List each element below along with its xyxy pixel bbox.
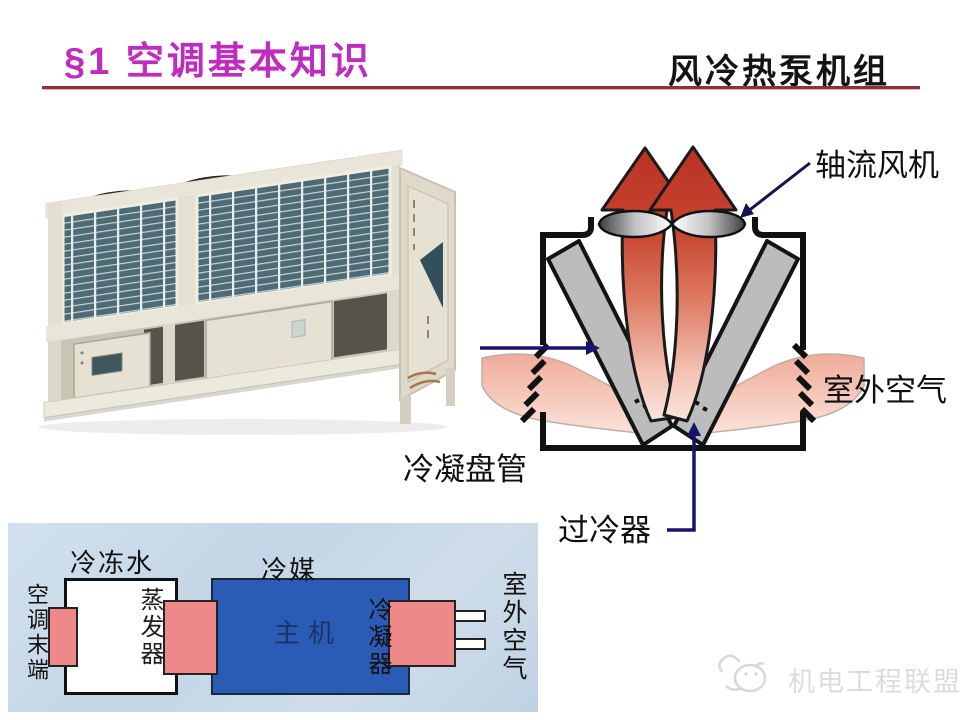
host-unit-box (211, 578, 410, 695)
condenser-coil-panel-left (61, 196, 179, 326)
airflow-diagram: 轴流风机 室外空气 冷凝盘管 过冷器 (403, 145, 947, 548)
unit-casing (540, 217, 806, 451)
condenser-coil-block (388, 600, 456, 667)
title-divider-line (42, 86, 920, 90)
label-subcooler: 过冷器 (558, 513, 651, 548)
watermark: 机电工程联盟 (706, 648, 960, 704)
label-outdoor-air: 室外空气 (823, 373, 947, 408)
watermark-logo-icon (718, 654, 767, 693)
machine-shadow (38, 419, 448, 435)
axial-fan-icon (597, 209, 747, 239)
evaporator-coil (163, 600, 218, 675)
system-schematic: 冷冻水 冷媒 空调末端 蒸发器 主机 冷凝器 室外空气 (8, 523, 538, 712)
label-outdoor-air-2: 室外空气 (499, 571, 526, 683)
copper-piping (407, 371, 441, 390)
brand-mark (420, 242, 443, 308)
air-pipe-stub-1 (454, 610, 486, 622)
label-axial-fan: 轴流风机 (815, 148, 939, 183)
label-chilled-water: 冷冻水 (70, 549, 155, 578)
terminal-coil (48, 607, 78, 667)
inlet-pointer-arrow (480, 341, 600, 355)
watermark-text: 机电工程联盟 (788, 667, 960, 697)
label-host: 主机 (274, 619, 343, 648)
air-pipe-stub-2 (454, 638, 486, 650)
subcooler-pointer (667, 422, 701, 532)
page-title: §1 空调基本知识 (64, 41, 372, 83)
topic-title: 风冷热泵机组 (668, 53, 890, 91)
chiller-photo (38, 149, 456, 435)
machine-front-face (43, 149, 405, 422)
label-refrigerant: 冷媒 (261, 556, 318, 585)
label-evaporator: 蒸发器 (136, 587, 162, 668)
label-ac-terminal: 空调末端 (24, 583, 49, 683)
machine-end-face (399, 166, 456, 424)
coil-louvers-right (791, 342, 817, 424)
fan-label-pointer (740, 161, 811, 218)
label-condenser-coil: 冷凝盘管 (403, 452, 527, 487)
label-condenser: 冷凝器 (364, 597, 390, 678)
control-display (91, 352, 123, 376)
